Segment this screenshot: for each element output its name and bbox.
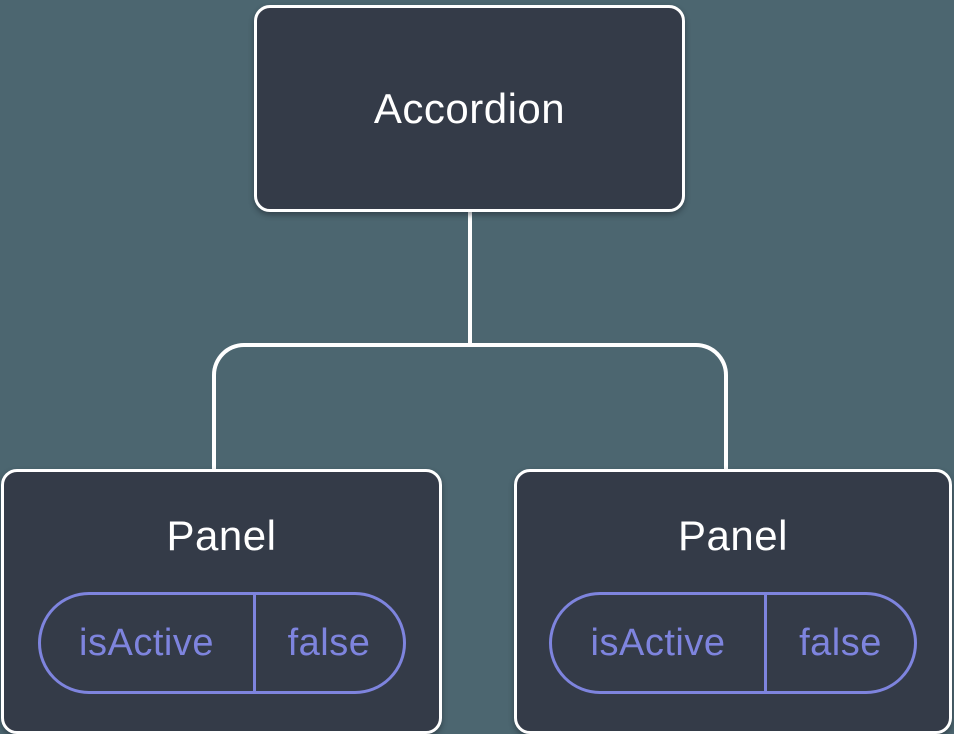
prop-divider (252, 595, 256, 691)
panel-node-label: Panel (166, 512, 277, 559)
prop-value-cell: false (767, 595, 914, 691)
prop-name: isActive (590, 621, 726, 664)
prop-name: isActive (79, 621, 214, 664)
prop-value-cell: false (256, 595, 403, 691)
panel-node-label: Panel (678, 512, 788, 559)
tree-node-panel-right: Panel isActive false (514, 469, 952, 734)
connector-stem-line (468, 211, 472, 345)
prop-divider (764, 595, 767, 691)
prop-pill: isActive false (549, 592, 917, 694)
root-node-label: Accordion (373, 84, 566, 132)
tree-node-root: Accordion (254, 5, 685, 212)
prop-pill: isActive false (37, 592, 406, 694)
prop-name-cell: isActive (41, 595, 253, 691)
prop-value: false (799, 621, 882, 664)
prop-name-cell: isActive (552, 595, 764, 691)
connector-branch-line (212, 343, 728, 470)
tree-node-panel-left: Panel isActive false (1, 469, 442, 734)
prop-value: false (287, 621, 371, 664)
